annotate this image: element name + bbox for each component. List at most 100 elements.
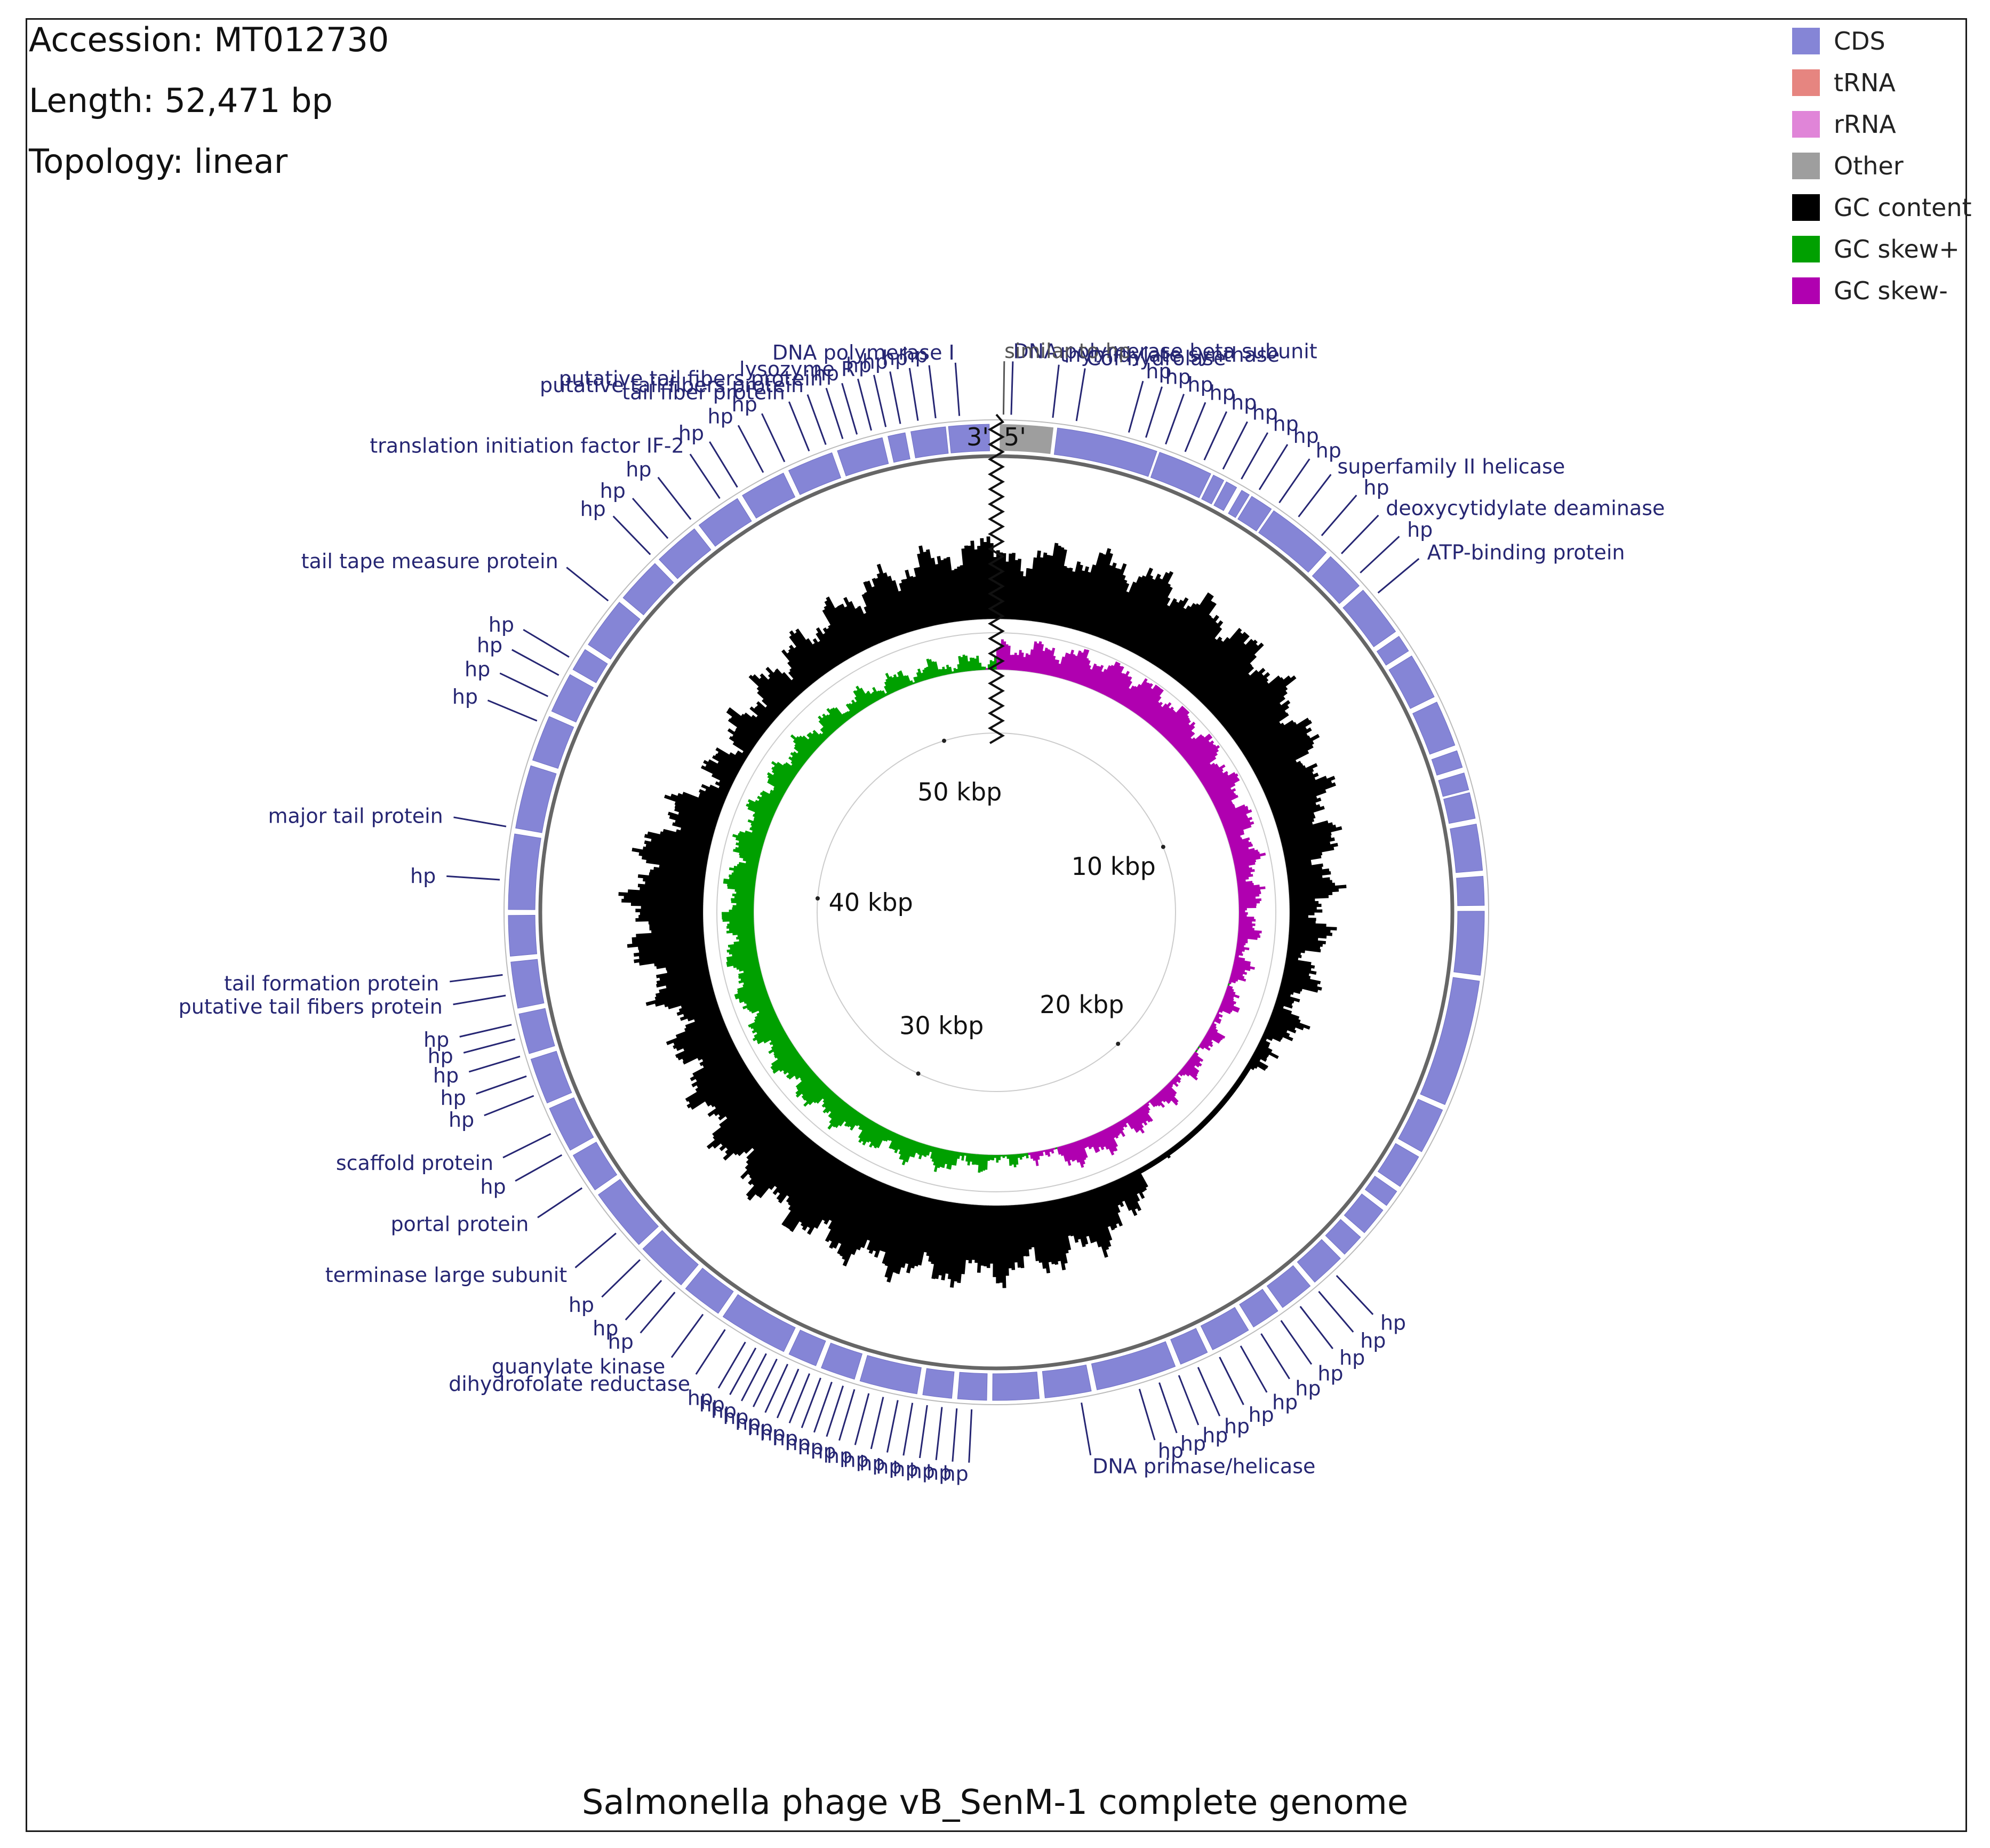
gc-content-bar — [708, 759, 738, 777]
gc-content-bar — [633, 945, 706, 957]
gc-skew-minus-bar — [1071, 652, 1084, 682]
cds-feature — [1398, 1098, 1443, 1152]
gc-content-bar — [1253, 734, 1320, 773]
gc-skew-plus-bar — [846, 1111, 859, 1127]
gc-skew-plus-bar — [854, 701, 863, 711]
gc-content-bar — [1006, 1205, 1012, 1269]
gc-content-bar — [943, 558, 956, 623]
gc-content-bar — [1285, 859, 1312, 867]
gc-skew-minus-bar — [1222, 999, 1235, 1006]
gc-skew-plus-bar — [922, 1144, 928, 1156]
gc-skew-plus-bar — [855, 1114, 865, 1127]
gc-content-bar — [993, 557, 997, 619]
gc-skew-plus-bar — [796, 1073, 816, 1091]
gc-skew-minus-bar — [1206, 773, 1238, 793]
gc-skew-plus-bar — [851, 703, 859, 714]
gc-skew-plus-bar — [882, 1129, 890, 1142]
gc-content-bar — [728, 718, 760, 742]
gc-skew-plus-bar — [736, 891, 755, 896]
label-leader-line — [870, 1397, 884, 1449]
legend-label-cds: CDS — [1834, 27, 1885, 55]
gc-skew-minus-bar — [1232, 967, 1245, 973]
gc-skew-minus-bar — [1208, 1028, 1226, 1039]
gc-content-bar — [1188, 1132, 1195, 1138]
gc-content-bar — [1054, 567, 1070, 626]
gc-skew-minus-bar — [1093, 1134, 1101, 1148]
gc-content-bar — [749, 706, 772, 726]
feature-label: hp — [723, 1405, 748, 1429]
gc-content-bar — [1014, 559, 1021, 620]
gc-content-bar — [910, 1197, 931, 1269]
gc-content-bar — [1202, 642, 1264, 705]
gc-content-bar — [1032, 557, 1044, 622]
gc-content-bar — [787, 651, 814, 684]
gc-skew-plus-bar — [887, 1131, 894, 1141]
gc-skew-plus-bar — [798, 735, 817, 752]
legend-item-other: Other — [1792, 145, 1972, 187]
gc-content-bar — [931, 1200, 946, 1264]
gc-content-bar — [840, 603, 866, 651]
feature-label: hp — [747, 1416, 773, 1440]
gc-skew-plus-bar — [766, 772, 790, 787]
gc-skew-minus-bar — [1085, 663, 1097, 688]
gc-content-bar — [741, 713, 765, 734]
feature-label: hp — [813, 362, 839, 385]
gc-skew-minus-bar — [1154, 706, 1174, 729]
gc-content-bar — [1288, 943, 1321, 950]
label-leader-line — [1240, 1345, 1268, 1393]
gc-skew-minus-bar — [1221, 1001, 1240, 1011]
gc-content-bar — [653, 866, 706, 877]
cds-feature — [532, 716, 574, 769]
gc-content-bar — [1222, 677, 1284, 728]
gc-skew-minus-bar — [1128, 681, 1148, 710]
gc-content-bar — [697, 1040, 734, 1061]
gc-content-bar — [1281, 978, 1322, 991]
feature-label: hp — [1224, 1415, 1250, 1438]
gc-content-bar — [1262, 763, 1318, 791]
gc-skew-plus-bar — [734, 889, 755, 894]
gc-skew-plus-bar — [722, 918, 754, 922]
gc-content-bar — [680, 1005, 719, 1021]
gc-skew-minus-bar — [1196, 762, 1216, 777]
gc-content-bar — [781, 672, 802, 695]
gc-skew-minus-bar — [1227, 835, 1241, 842]
gc-skew-plus-bar — [727, 883, 755, 889]
feature-label: hp — [465, 657, 490, 681]
gc-content-bar — [1289, 917, 1316, 921]
gc-content-bar — [788, 1151, 828, 1206]
gc-content-bar — [794, 632, 827, 675]
gc-skew-minus-bar — [1052, 1148, 1056, 1150]
legend-swatch-other — [1792, 153, 1820, 179]
gc-skew-plus-bar — [826, 714, 839, 729]
gc-content-bar — [946, 556, 958, 622]
gc-skew-minus-bar — [1067, 655, 1077, 681]
label-leader-line — [709, 441, 738, 488]
gc-skew-minus-bar — [1071, 1142, 1080, 1163]
gc-content-bar — [1272, 1010, 1301, 1023]
gc-content-bar — [769, 1138, 812, 1190]
gc-content-bar — [659, 968, 709, 981]
gc-content-bar — [866, 580, 892, 640]
gc-skew-minus-bar — [1226, 830, 1244, 838]
gc-skew-minus-bar — [1218, 1009, 1223, 1013]
gc-skew-minus-bar — [1231, 847, 1249, 854]
feature-label: ATP-binding protein — [1427, 540, 1625, 564]
gc-skew-minus-bar — [1170, 1079, 1179, 1087]
feature-label: guanylate kinase — [492, 1355, 665, 1379]
gc-content-bar — [1091, 1189, 1113, 1241]
gc-skew-minus-bar — [1073, 1142, 1084, 1168]
gc-content-bar — [666, 975, 711, 989]
gc-content-bar — [1050, 549, 1067, 625]
gc-skew-minus-bar — [1017, 650, 1022, 671]
gc-content-bar — [1212, 1109, 1219, 1114]
gc-content-bar — [892, 1194, 918, 1273]
gc-skew-plus-bar — [917, 1143, 924, 1155]
label-leader-line — [523, 628, 570, 658]
feature-label: hp — [1295, 1377, 1321, 1400]
feature-label: hp — [1231, 391, 1257, 414]
gc-content-bar — [1118, 575, 1154, 647]
gc-content-bar — [640, 887, 704, 895]
gc-content-bar — [755, 1135, 808, 1197]
gc-skew-minus-bar — [1230, 843, 1253, 852]
gc-skew-minus-bar — [1044, 650, 1052, 675]
